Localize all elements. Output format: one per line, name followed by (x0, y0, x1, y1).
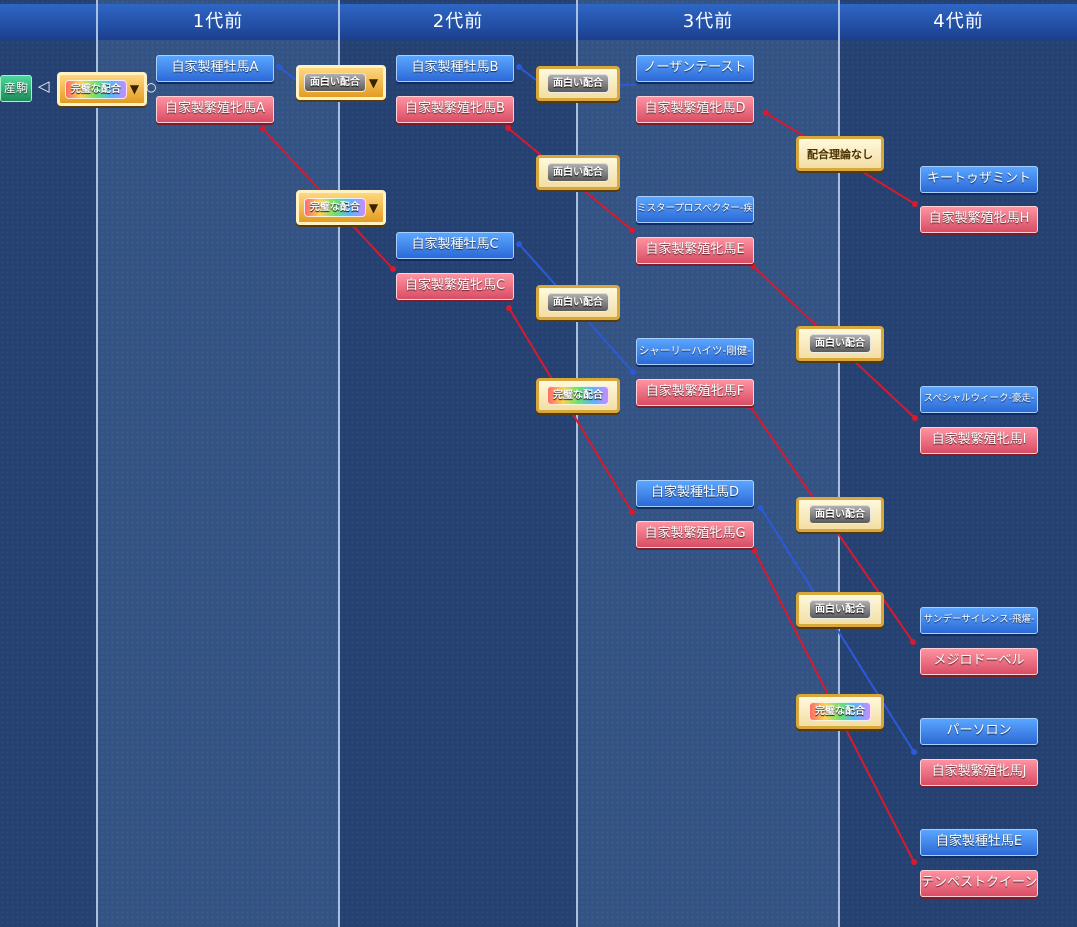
horse-box-g3-dam-d[interactable]: 自家製繁殖牝馬D (636, 96, 754, 123)
mating-label: 面白い配合 (809, 505, 871, 524)
mating-badge-b2[interactable]: 面白い配合 (536, 155, 620, 190)
mating-label: 面白い配合 (547, 163, 609, 182)
header-foal-cell (0, 4, 96, 40)
connector-circle-icon: ○ (146, 80, 157, 94)
mating-badge-g1b[interactable]: 完璧な配合▼ (296, 190, 386, 225)
horse-box-g2-sire-c[interactable]: 自家製種牡馬C (396, 232, 514, 259)
link-dot (911, 859, 917, 865)
foal-box[interactable]: 産駒 (0, 75, 32, 102)
header-gen3: 3代前 (576, 4, 838, 40)
arrow-left-icon: ◁ (38, 77, 50, 95)
link-dot (912, 415, 918, 421)
mating-label: 配合理論なし (807, 147, 873, 161)
mating-badge-foal[interactable]: 完璧な配合▼ (57, 72, 147, 106)
horse-box-g4-sire-2[interactable]: スペシャルウィーク-豪走- (920, 386, 1038, 413)
horse-box-g4-dam-5[interactable]: テンペストクイーン (920, 870, 1038, 897)
link-dot (758, 505, 764, 511)
link-dot (506, 305, 512, 311)
horse-box-g4-sire-4[interactable]: パーソロン (920, 718, 1038, 745)
horse-box-g2-dam-b[interactable]: 自家製繁殖牝馬B (396, 96, 514, 123)
sire-link (760, 507, 915, 753)
mating-badge-c2[interactable]: 完璧な配合 (536, 378, 620, 413)
link-dot (630, 369, 636, 375)
horse-box-g3-sire-d[interactable]: 自家製種牡馬D (636, 480, 754, 507)
link-dot (516, 241, 522, 247)
column-foal (0, 0, 96, 927)
mating-label: 完璧な配合 (547, 386, 609, 405)
mating-badge-g2[interactable]: 完璧な配合 (796, 694, 884, 729)
mating-badge-d1[interactable]: 配合理論なし (796, 136, 884, 171)
mating-label: 面白い配合 (547, 293, 609, 312)
link-dot (751, 547, 757, 553)
column-gen1 (96, 0, 340, 927)
horse-box-g1-dam[interactable]: 自家製繁殖牝馬A (156, 96, 274, 123)
mating-badge-c1[interactable]: 面白い配合 (536, 285, 620, 320)
mating-badge-g1a[interactable]: 面白い配合▼ (296, 65, 386, 100)
link-dot (910, 639, 916, 645)
sire-link (518, 66, 537, 81)
sire-link (278, 66, 297, 81)
header-gen1: 1代前 (96, 4, 338, 40)
dropdown-arrow-icon: ▼ (129, 82, 140, 96)
mating-badge-b1[interactable]: 面白い配合 (536, 66, 620, 101)
horse-box-g3-dam-e[interactable]: 自家製繁殖牝馬E (636, 237, 754, 264)
horse-box-g2-sire-b[interactable]: 自家製種牡馬B (396, 55, 514, 82)
mating-badge-e1[interactable]: 面白い配合 (796, 326, 884, 361)
horse-box-g3-sire-3[interactable]: シャーリーハイツ-剛健- (636, 338, 754, 365)
mating-label: 完璧な配合 (64, 79, 127, 99)
mating-label: 面白い配合 (809, 600, 871, 619)
horse-box-g4-sire-3[interactable]: サンデーサイレンス-飛燿- (920, 607, 1038, 634)
link-dot (911, 749, 917, 755)
link-dot (912, 201, 918, 207)
header-gen4: 4代前 (838, 4, 1077, 40)
horse-box-g4-dam-4[interactable]: メジロドーベル (920, 648, 1038, 675)
horse-box-g3-dam-f[interactable]: 自家製繁殖牝馬F (636, 379, 754, 406)
horse-box-g4-sire-e[interactable]: 自家製種牡馬E (920, 829, 1038, 856)
link-dot (629, 509, 635, 515)
dropdown-arrow-icon: ▼ (368, 200, 379, 215)
link-dot (390, 266, 396, 272)
link-dot (629, 227, 635, 233)
mating-label: 面白い配合 (303, 73, 366, 92)
horse-box-g3-sire-1[interactable]: ノーザンテースト (636, 55, 754, 82)
link-dot (260, 126, 266, 132)
link-dot (763, 110, 769, 116)
mating-label: 完璧な配合 (809, 702, 871, 721)
mating-label: 面白い配合 (547, 74, 609, 93)
generation-header: 1代前 2代前 3代前 4代前 (0, 0, 1077, 40)
horse-box-g1-sire[interactable]: 自家製種牡馬A (156, 55, 274, 82)
mating-label: 面白い配合 (809, 334, 871, 353)
header-gen2: 2代前 (338, 4, 576, 40)
horse-box-g4-dam-j[interactable]: 自家製繁殖牝馬J (920, 759, 1038, 786)
horse-box-g4-sire-1[interactable]: キートゥザミント (920, 166, 1038, 193)
link-dot (516, 64, 522, 70)
mating-badge-g1[interactable]: 面白い配合 (796, 592, 884, 627)
link-dot (750, 263, 756, 269)
link-dot (276, 64, 282, 70)
mating-label: 完璧な配合 (303, 198, 366, 217)
horse-box-g2-dam-c[interactable]: 自家製繁殖牝馬C (396, 273, 514, 300)
horse-box-g3-sire-2[interactable]: ミスタープロスペクター-疾走- (636, 196, 754, 223)
dropdown-arrow-icon: ▼ (368, 75, 379, 90)
link-dot (505, 125, 511, 131)
column-gen2 (338, 0, 578, 927)
horse-box-g3-dam-g[interactable]: 自家製繁殖牝馬G (636, 521, 754, 548)
mating-badge-f1[interactable]: 面白い配合 (796, 497, 884, 532)
horse-box-g4-dam-h[interactable]: 自家製繁殖牝馬H (920, 206, 1038, 233)
horse-box-g4-dam-i[interactable]: 自家製繁殖牝馬I (920, 427, 1038, 454)
